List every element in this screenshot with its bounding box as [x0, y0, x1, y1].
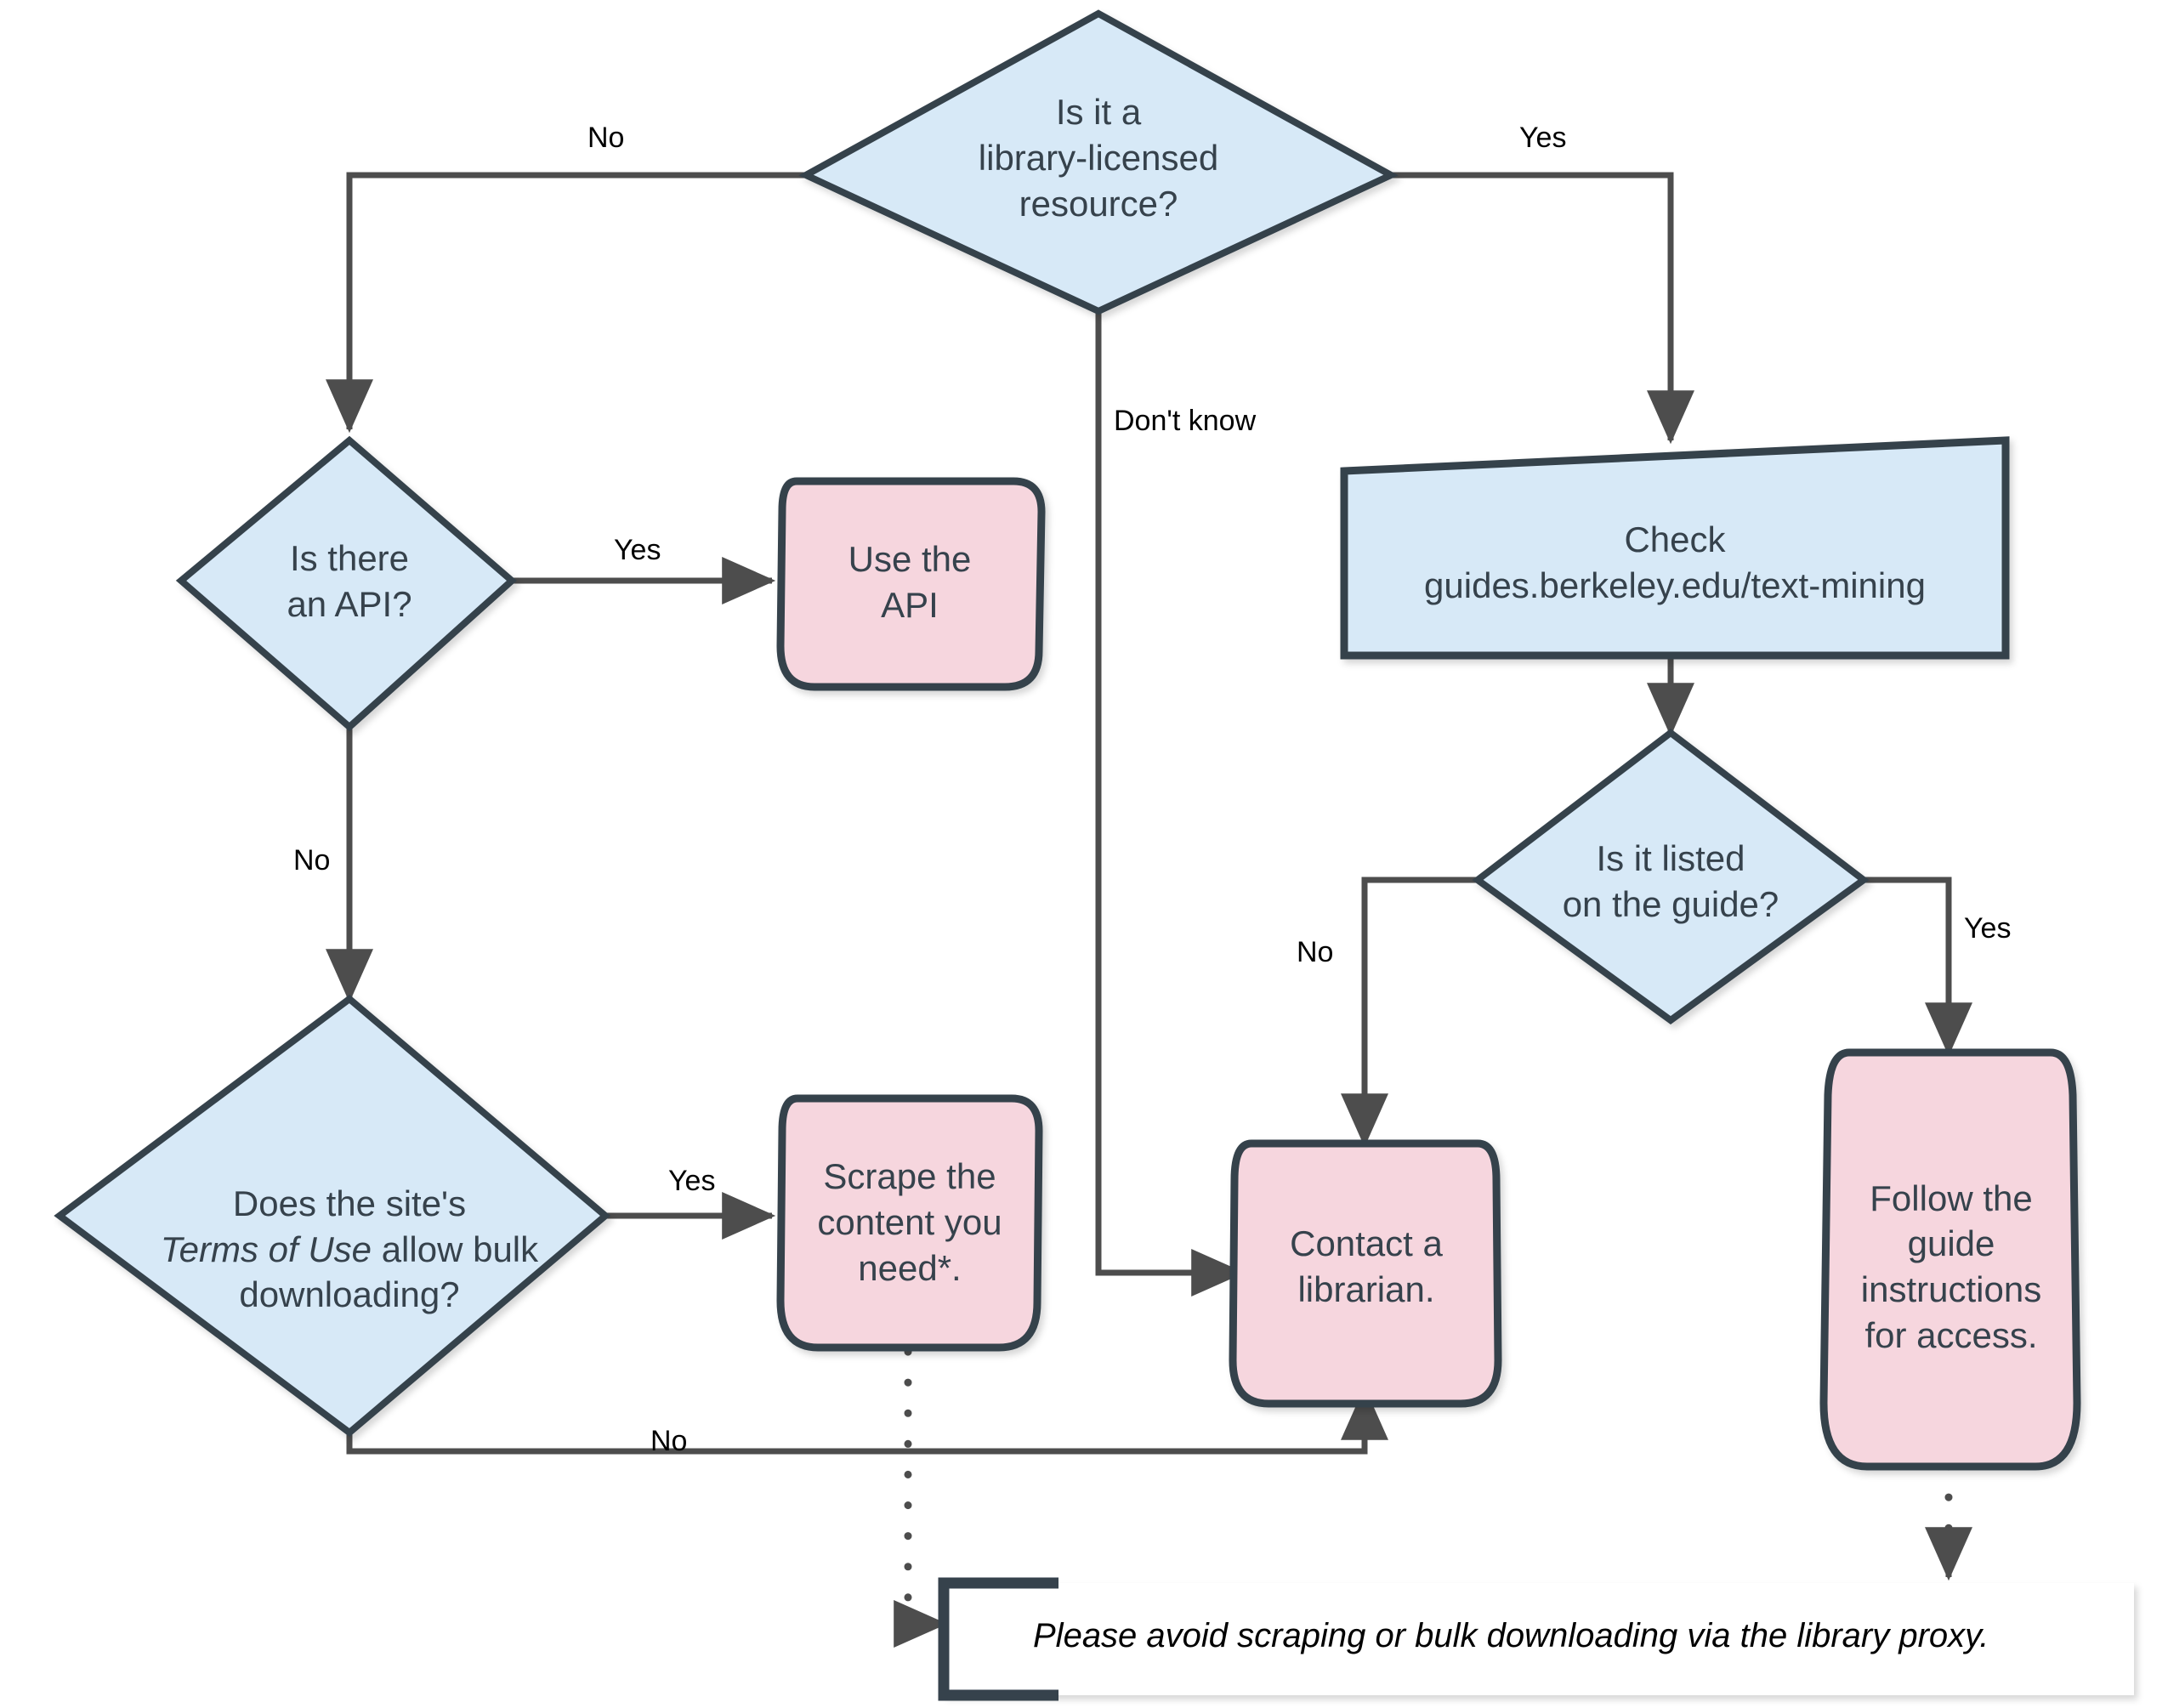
dotted-arrowheads — [894, 1527, 1972, 1648]
edge-listed-yes — [1864, 877, 1972, 1057]
edge-label-listed-yes: Yes — [1964, 912, 2012, 945]
node-q-listed[interactable] — [1472, 728, 1870, 1024]
node-q-api[interactable] — [175, 435, 518, 732]
edge-terms-no — [346, 1386, 1388, 1455]
edge-label-licensed-no: No — [587, 122, 625, 154]
node-a-contact-librarian[interactable] — [1229, 1139, 1502, 1408]
node-q-library-licensed[interactable] — [798, 9, 1399, 315]
node-a-follow-guide[interactable] — [1819, 1048, 2081, 1471]
edge-licensed-dontknow — [1095, 311, 1246, 1297]
note-bracket-icon — [938, 1577, 1058, 1701]
note-label-proxy: Please avoid scraping or bulk downloadin… — [1033, 1617, 1989, 1654]
edge-licensed-no — [326, 172, 806, 434]
edge-label-terms-yes: Yes — [668, 1165, 716, 1197]
note-background — [944, 1583, 2134, 1695]
node-q-terms[interactable] — [54, 994, 611, 1438]
edge-group — [326, 172, 1972, 1455]
edge-label-api-no: No — [293, 844, 331, 877]
edge-label-api-yes: Yes — [614, 534, 661, 566]
edge-label-dont-know: Don't know — [1114, 405, 1257, 437]
edge-listed-no — [1341, 877, 1478, 1148]
edge-label-listed-no: No — [1297, 936, 1334, 968]
node-p-check-guide[interactable] — [1340, 436, 2010, 660]
node-a-scrape[interactable] — [776, 1094, 1043, 1352]
node-a-use-api[interactable] — [776, 477, 1046, 691]
edge-label-licensed-yes: Yes — [1519, 122, 1567, 154]
edge-licensed-yes — [1391, 172, 1694, 445]
edge-label-terms-no: No — [650, 1425, 688, 1457]
